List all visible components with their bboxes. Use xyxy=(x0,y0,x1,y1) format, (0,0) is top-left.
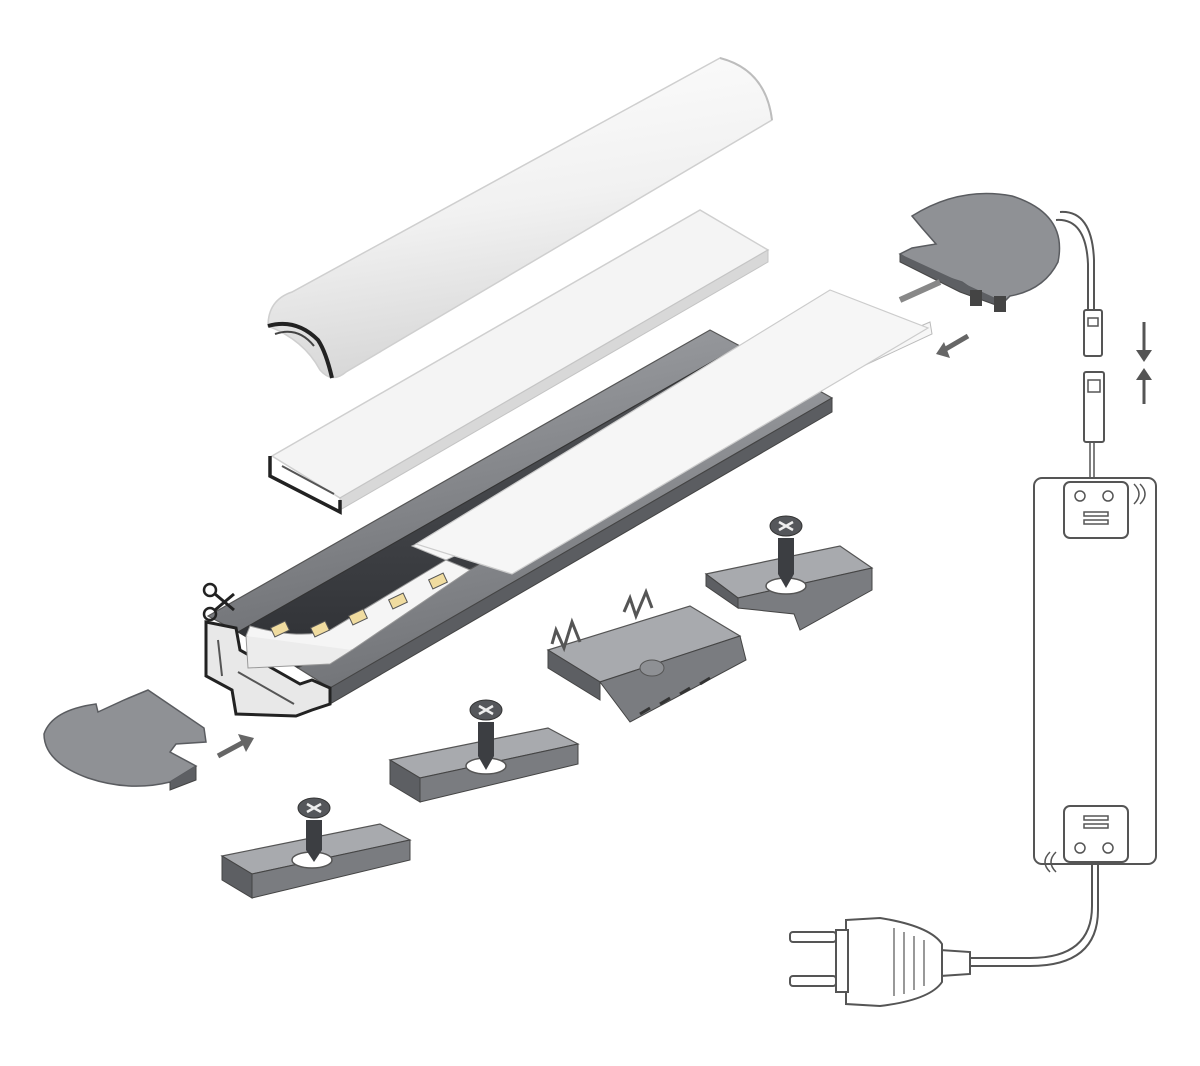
end-cap-right xyxy=(898,192,1061,312)
flat-diffuser-cover xyxy=(268,209,770,515)
plug-icon xyxy=(789,916,971,1008)
diffuser-strip-inside xyxy=(414,289,930,575)
end-cap-left xyxy=(43,689,207,791)
spring-clip xyxy=(546,587,747,723)
round-diffuser-cover xyxy=(267,57,773,379)
arrow-icon xyxy=(936,333,970,358)
arrow-icon xyxy=(1136,322,1152,404)
mains-cable xyxy=(940,864,1099,967)
connector xyxy=(1083,309,1105,478)
screw-icon xyxy=(769,515,803,588)
power-supply-icon xyxy=(1033,477,1157,873)
cable xyxy=(1055,210,1095,310)
scissors-icon xyxy=(202,582,235,622)
led-chip xyxy=(269,572,449,638)
screw-icon xyxy=(297,797,331,862)
screw-icon xyxy=(469,699,503,770)
arrow-icon xyxy=(216,734,254,759)
